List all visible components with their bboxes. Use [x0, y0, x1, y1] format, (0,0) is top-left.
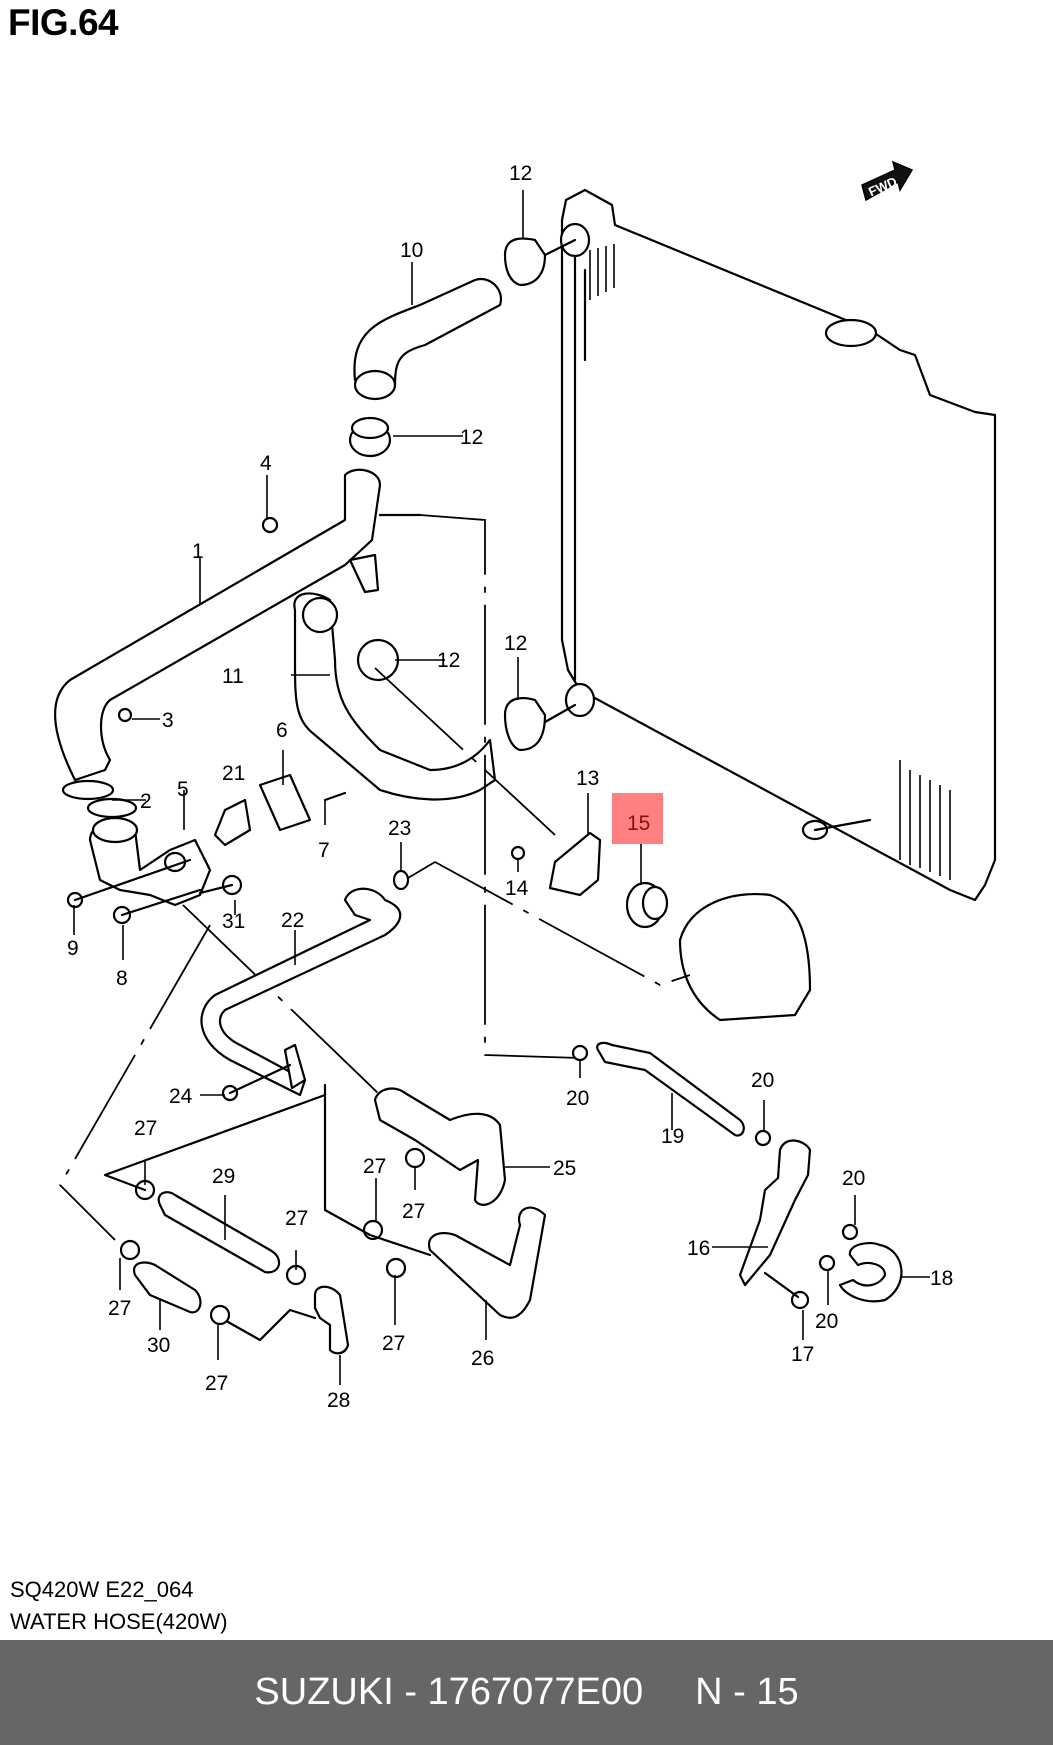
callout-10[interactable]: 10: [400, 239, 423, 262]
callout-1[interactable]: 1: [192, 540, 204, 563]
hose-25: [373, 1087, 507, 1206]
callout-17[interactable]: 17: [791, 1343, 814, 1366]
callout-9[interactable]: 9: [67, 937, 79, 960]
callout-19[interactable]: 19: [661, 1125, 684, 1148]
hose-11: [293, 592, 497, 801]
callout-31[interactable]: 31: [222, 910, 245, 933]
callout-6[interactable]: 6: [276, 719, 288, 742]
callout-18[interactable]: 18: [930, 1267, 953, 1290]
callout-27[interactable]: 27: [108, 1297, 131, 1320]
o-ring-23: [392, 869, 410, 891]
cover-13: [548, 831, 602, 897]
callout-12[interactable]: 12: [509, 162, 532, 185]
clamp-12d: [503, 697, 577, 752]
callout-27[interactable]: 27: [134, 1117, 157, 1140]
clamp-12c: [356, 638, 400, 682]
pipe-1: [54, 468, 382, 782]
callout-27[interactable]: 27: [205, 1372, 228, 1395]
callout-labels: 1 2 3 4 5 6 7 8 9 10 11 12 12 12 12 13 1…: [67, 162, 953, 1412]
callout-5[interactable]: 5: [177, 778, 189, 801]
separator: -: [404, 1671, 417, 1713]
clamp-12a: [503, 237, 577, 287]
fwd-label: FWD: [866, 174, 899, 200]
callout-4[interactable]: 4: [260, 452, 272, 475]
hose-10: [353, 277, 503, 387]
callout-2[interactable]: 2: [140, 790, 152, 813]
callout-12[interactable]: 12: [504, 632, 527, 655]
callout-27[interactable]: 27: [285, 1207, 308, 1230]
callout-20[interactable]: 20: [842, 1167, 865, 1190]
callout-20[interactable]: 20: [751, 1069, 774, 1092]
hose-26: [427, 1206, 547, 1319]
radiator: [559, 188, 997, 902]
callout-26[interactable]: 26: [471, 1347, 494, 1370]
part-info-footer: SUZUKI - 1767077E00 N - 15: [0, 1640, 1053, 1745]
callout-20[interactable]: 20: [566, 1087, 589, 1110]
clamp-12b: [348, 416, 392, 458]
callout-15-highlighted[interactable]: 15: [627, 812, 650, 835]
callout-7[interactable]: 7: [318, 839, 330, 862]
callout-27[interactable]: 27: [382, 1332, 405, 1355]
figure-name: WATER HOSE(420W): [10, 1609, 228, 1634]
position-label: N - 15: [695, 1671, 799, 1713]
callout-12[interactable]: 12: [437, 649, 460, 672]
callout-21[interactable]: 21: [222, 762, 245, 785]
highlight-box-15: [612, 793, 663, 844]
hose-18: [838, 1241, 903, 1303]
callout-28[interactable]: 28: [327, 1389, 350, 1412]
water-pump: [678, 893, 812, 1022]
callout-25[interactable]: 25: [553, 1157, 576, 1180]
fwd-arrow-icon: FWD: [861, 160, 914, 202]
brand-name: SUZUKI: [254, 1671, 394, 1713]
callout-27[interactable]: 27: [402, 1200, 425, 1223]
callout-24[interactable]: 24: [169, 1085, 193, 1108]
callout-29[interactable]: 29: [212, 1165, 235, 1188]
sensor-21: [213, 798, 252, 847]
callout-8[interactable]: 8: [116, 967, 128, 990]
callout-11[interactable]: 11: [222, 665, 244, 688]
hose-22: [200, 887, 402, 1097]
clamp-20: [571, 1044, 859, 1272]
figure-code: SQ420W E22_064: [10, 1577, 194, 1602]
hose-28: [313, 1285, 350, 1355]
figure-title: FIG.64: [8, 2, 119, 43]
hose-19: [596, 1041, 745, 1137]
callout-23[interactable]: 23: [388, 817, 411, 840]
callout-14[interactable]: 14: [505, 877, 529, 900]
callout-12[interactable]: 12: [460, 426, 483, 449]
callout-13[interactable]: 13: [576, 767, 599, 790]
callout-27[interactable]: 27: [363, 1155, 386, 1178]
gasket-6: [258, 773, 312, 832]
callout-22[interactable]: 22: [281, 909, 304, 932]
callout-20[interactable]: 20: [815, 1310, 838, 1333]
bracket-16: [738, 1139, 812, 1287]
part-number: 1767077E00: [427, 1671, 644, 1713]
parts-diagram: FWD: [54, 160, 997, 1412]
hose-30: [132, 1261, 202, 1314]
callout-3[interactable]: 3: [162, 709, 174, 732]
callout-leaders: [73, 190, 930, 1385]
hose-29: [157, 1191, 281, 1274]
callout-16[interactable]: 16: [687, 1237, 710, 1260]
callout-30[interactable]: 30: [147, 1334, 170, 1357]
